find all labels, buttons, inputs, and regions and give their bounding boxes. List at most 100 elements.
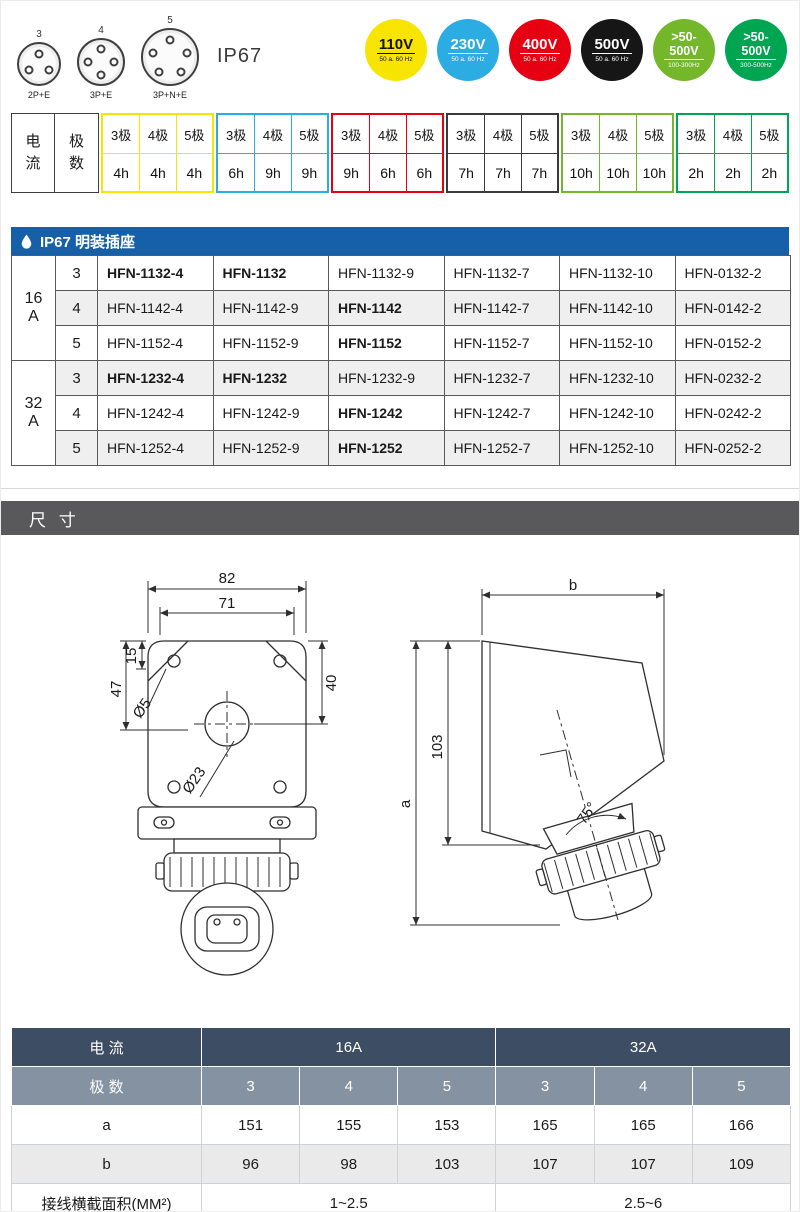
badge-voltage: 400V — [520, 35, 560, 55]
model-cell: HFN-1152-10 — [559, 325, 676, 361]
model-cell: HFN-1232-9 — [328, 360, 445, 396]
ip-rating-label: IP67 — [217, 45, 263, 67]
pin-icon — [34, 49, 44, 59]
product-section-title: IP67 明装插座 — [40, 233, 136, 251]
connector-label: 3P+E — [89, 90, 113, 100]
dim-height-103: 103 — [429, 734, 446, 759]
connector-2p-e: 3 2P+E — [17, 29, 61, 100]
connector-face-icon — [77, 38, 125, 86]
connector-face-icon — [141, 28, 199, 86]
connector-3p-n-e: 5 3P+N+E — [141, 15, 199, 100]
model-cell: HFN-1242-7 — [443, 395, 560, 431]
spec-pole-row: 极 数 3 4 5 3 4 5 — [11, 1066, 792, 1106]
dim-offset-right: 40 — [323, 675, 340, 692]
pole-count-cell: 3极 — [111, 127, 132, 143]
badge-frequency: 50 a. 60 Hz — [451, 56, 485, 64]
spec-a-value: 155 — [299, 1105, 399, 1145]
voltage-badge-50-500v-b: >50-500V 300-500Hz — [725, 19, 787, 81]
badge-voltage: >50-500V — [736, 31, 776, 60]
voltage-badges: 110V 50 a. 60 Hz 230V 50 a. 60 Hz 400V 5… — [365, 19, 787, 81]
pole-count-cell: 3极 — [571, 127, 592, 143]
model-cell: HFN-1232 — [212, 360, 329, 396]
model-cell: HFN-1252-9 — [212, 430, 329, 466]
pole-count-cell: 5极 — [290, 115, 327, 153]
pole-cell: 4 — [55, 290, 98, 326]
pole-count-cell: 5极 — [520, 115, 557, 153]
spec-pole-value: 3 — [200, 1066, 301, 1106]
spec-pole-value: 5 — [397, 1066, 497, 1106]
model-cell: HFN-1252 — [328, 430, 445, 466]
dim-width-inner: 71 — [219, 595, 236, 612]
model-cell: HFN-1142-4 — [97, 290, 214, 326]
spec-b-value: 96 — [200, 1144, 301, 1184]
pin-count-label: 4 — [98, 25, 104, 36]
model-cell: HFN-1232-4 — [97, 360, 214, 396]
pole-cell: 5 — [55, 325, 98, 361]
dim-offset-top: 15 — [123, 648, 140, 665]
droplet-icon — [21, 234, 32, 249]
table-row: 4 HFN-1242-4 HFN-1242-9 HFN-1242 HFN-124… — [12, 395, 791, 431]
current-header-cell: 电流 — [11, 113, 55, 193]
spec-b-value: 103 — [397, 1144, 497, 1184]
pin-icon — [96, 70, 106, 80]
spec-pole-label: 极 数 — [11, 1066, 202, 1106]
pin-count-label: 5 — [167, 15, 173, 26]
pin-icon — [182, 48, 192, 58]
model-cell: HFN-0152-2 — [674, 325, 791, 361]
voltage-group-50-500v-a: 3极 4极 5极 10h 10h 10h — [561, 113, 674, 193]
hour-code-cell: 6h — [218, 153, 255, 191]
hour-code-cell: 10h — [635, 153, 672, 191]
model-cell: HFN-1232-7 — [443, 360, 560, 396]
pole-count-cell: 3极 — [686, 127, 707, 143]
model-cell: HFN-1232-10 — [559, 360, 676, 396]
connector-3p-e: 4 3P+E — [77, 25, 125, 100]
hour-code-cell: 4h — [175, 153, 212, 191]
table-row: 5 HFN-1252-4 HFN-1252-9 HFN-1252 HFN-125… — [11, 430, 791, 466]
divider-line — [1, 488, 799, 489]
voltage-badge-230v: 230V 50 a. 60 Hz — [437, 19, 499, 81]
spec-pole-value: 5 — [691, 1066, 792, 1106]
pin-icon — [165, 35, 175, 45]
badge-voltage: 230V — [448, 35, 488, 55]
pole-count-cell: 5极 — [750, 115, 787, 153]
model-cell: HFN-1142 — [328, 290, 445, 326]
spec-a-value: 165 — [495, 1105, 595, 1145]
voltage-badge-500v: 500V 50 a. 60 Hz — [581, 19, 643, 81]
hour-code-cell: 4h — [139, 153, 176, 191]
spec-cross-section-16a: 1~2.5 — [200, 1183, 497, 1211]
dimensions-title: 尺 寸 — [29, 510, 80, 530]
pole-header-cell: 极数 — [55, 113, 99, 193]
model-cell: HFN-1132-4 — [97, 255, 214, 291]
badge-frequency: 100-300Hz — [668, 61, 700, 69]
spec-b-value: 107 — [495, 1144, 595, 1184]
pole-count-cell: 4极 — [714, 115, 750, 153]
model-cell: HFN-0242-2 — [674, 395, 791, 431]
side-dimension-lines — [410, 589, 665, 926]
pole-count-cell: 4极 — [599, 115, 635, 153]
pin-count-label: 3 — [36, 29, 42, 40]
voltage-badge-50-500v-a: >50-500V 100-300Hz — [653, 19, 715, 81]
dimensions-title-bar: 尺 寸 — [1, 501, 799, 535]
pin-icon — [148, 48, 158, 58]
model-cell: HFN-1142-10 — [559, 290, 676, 326]
badge-frequency: 50 a. 60 Hz — [379, 56, 413, 64]
model-cell: HFN-1132 — [212, 255, 329, 291]
model-cell: HFN-1242 — [328, 395, 445, 431]
voltage-badge-110v: 110V 50 a. 60 Hz — [365, 19, 427, 81]
table-row: 5 HFN-1152-4 HFN-1152-9 HFN-1152 HFN-115… — [12, 325, 791, 361]
model-cell: HFN-1252-4 — [97, 430, 214, 466]
model-cell: HFN-1152-9 — [212, 325, 329, 361]
pole-count-cell: 5极 — [405, 115, 442, 153]
pole-count-cell: 3极 — [341, 127, 362, 143]
hour-code-cell: 7h — [520, 153, 557, 191]
pole-count-cell: 5极 — [635, 115, 672, 153]
model-cell: HFN-1132-7 — [443, 255, 560, 291]
pole-hour-table: 电流 极数 3极 4极 5极 4h 4h 4h 3极 4极 5极 6h 9h 9… — [11, 113, 789, 193]
spec-current-16a: 16A — [200, 1027, 497, 1067]
spec-a-value: 151 — [200, 1105, 301, 1145]
spec-cross-section-32a: 2.5~6 — [495, 1183, 791, 1211]
dim-offset-left: 47 — [110, 681, 125, 698]
connector-face-icon — [17, 42, 61, 86]
spec-cross-section-row: 接线横截面积(MM²) 1~2.5 2.5~6 — [11, 1183, 791, 1211]
